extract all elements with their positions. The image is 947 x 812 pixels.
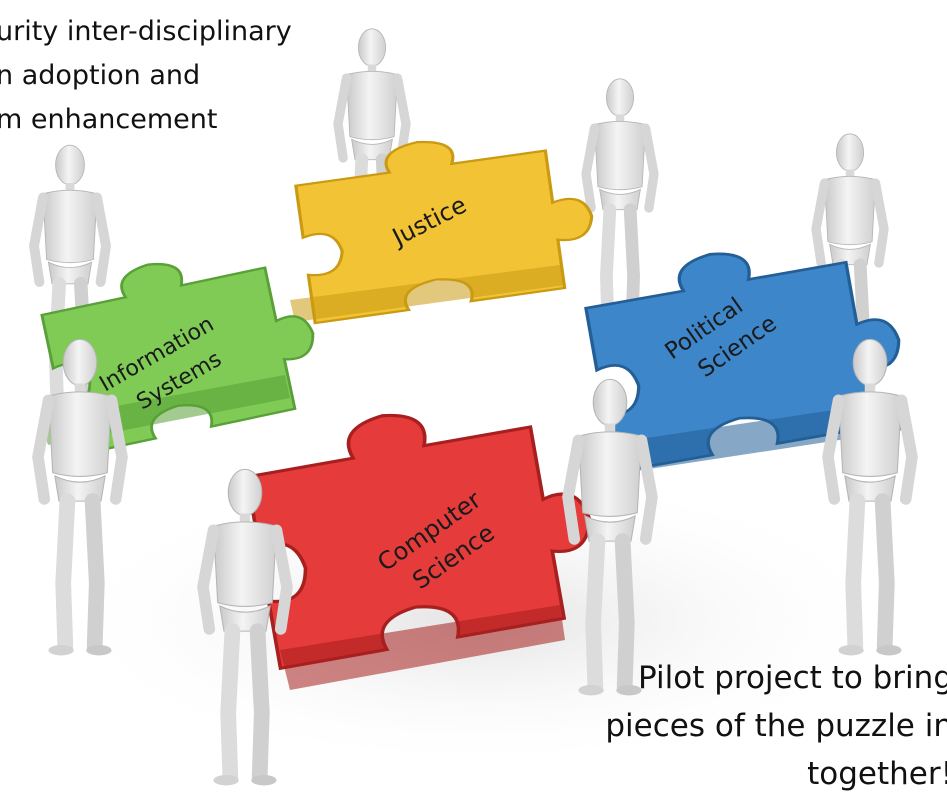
bottom-caption-line-3: together! — [807, 756, 947, 792]
bottom-caption: Pilot project to bring pieces of the puz… — [605, 654, 947, 798]
top-caption-line-2: n adoption and — [0, 60, 201, 91]
top-caption-line-1: urity inter-disciplinary — [0, 16, 292, 47]
mannequin-back-right — [586, 79, 654, 335]
bottom-caption-line-1: Pilot project to bring — [638, 660, 947, 696]
top-caption: urity inter-disciplinary n adoption and … — [0, 10, 292, 142]
top-caption-line-3: m enhancement — [0, 104, 218, 135]
bottom-caption-line-2: pieces of the puzzle in — [605, 708, 947, 744]
